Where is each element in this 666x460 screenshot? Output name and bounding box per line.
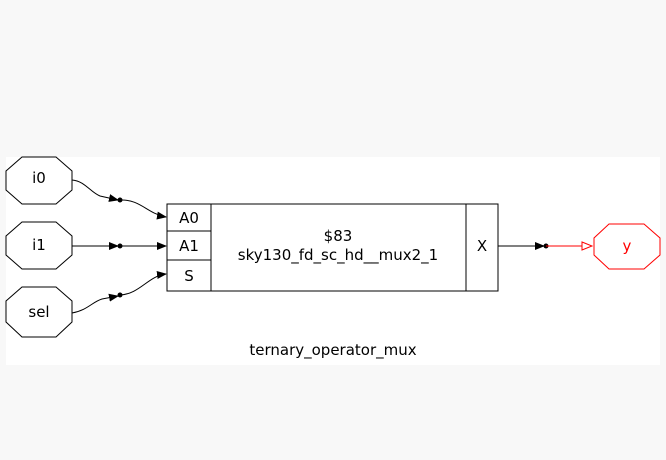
output-port-y-label: y	[623, 237, 632, 255]
input-port-i0-label: i0	[32, 169, 46, 187]
output-port-y[interactable]: y	[593, 223, 661, 270]
wire-sel-to-junction	[71, 293, 119, 314]
input-port-i1-label: i1	[32, 236, 46, 254]
cell-id: $83	[324, 227, 353, 245]
wire-i0-to-junction	[71, 179, 119, 202]
mux-cell[interactable]: A0 A1 S $83 sky130_fd_sc_hd__mux2_1 X	[166, 203, 499, 292]
pin-A1-label: A1	[179, 237, 199, 255]
input-port-sel-label: sel	[28, 303, 49, 321]
wire-junction-to-S	[119, 271, 167, 296]
pin-S-label: S	[184, 267, 194, 285]
pin-A0-label: A0	[179, 209, 199, 227]
module-name: ternary_operator_mux	[249, 341, 416, 360]
cell-type: sky130_fd_sc_hd__mux2_1	[238, 246, 438, 265]
input-port-i1[interactable]: i1	[5, 221, 73, 270]
wire-junction-to-A0	[119, 199, 167, 220]
pin-X-label: X	[477, 237, 487, 255]
input-port-i0[interactable]: i0	[5, 156, 73, 205]
input-port-sel[interactable]: sel	[5, 286, 73, 338]
